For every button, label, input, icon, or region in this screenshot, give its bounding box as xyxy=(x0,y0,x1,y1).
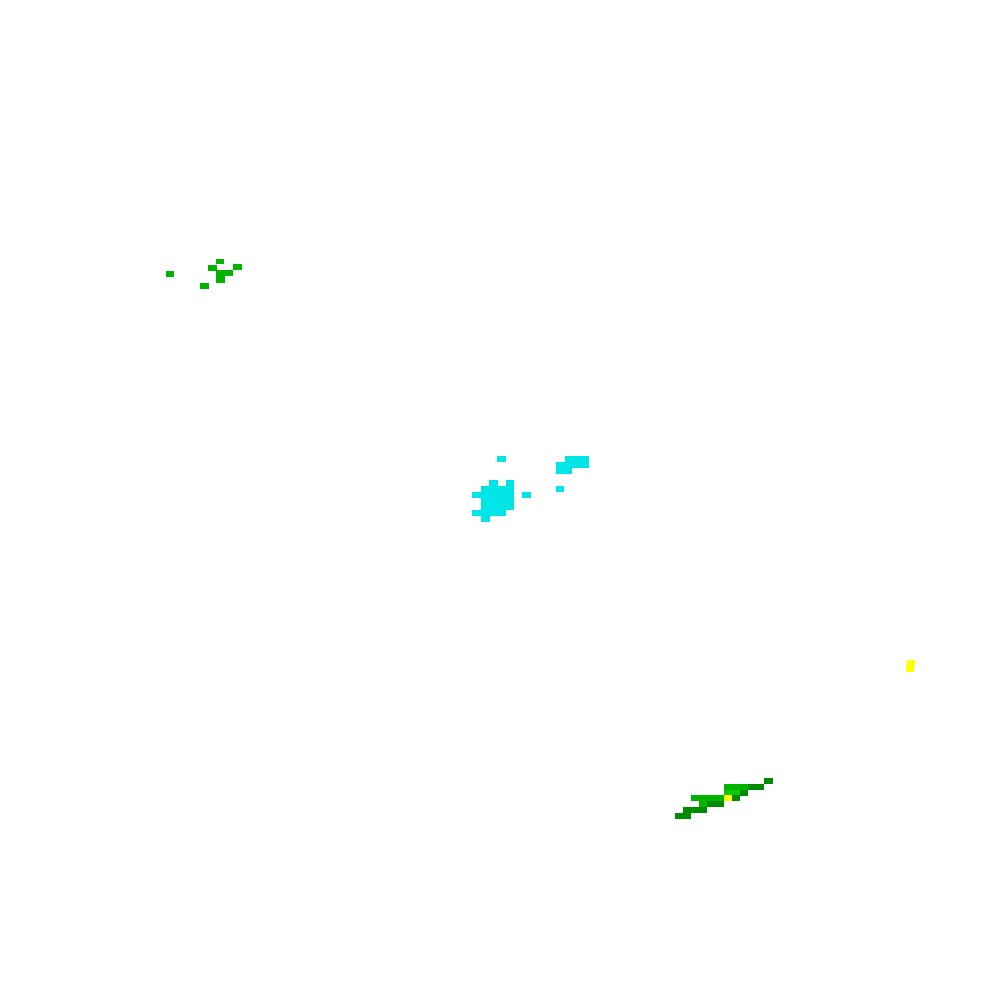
echo-cell xyxy=(556,468,572,474)
echo-cell xyxy=(565,456,589,462)
echo-cell xyxy=(481,516,490,522)
echo-cell xyxy=(724,790,740,796)
echo-cell xyxy=(208,265,217,271)
echo-cell xyxy=(740,790,748,796)
echo-cell xyxy=(216,259,224,264)
echo-cell xyxy=(764,778,773,784)
echo-cell xyxy=(707,801,724,807)
echo-cell xyxy=(732,795,740,801)
echo-cell xyxy=(481,486,514,492)
echo-cell xyxy=(216,276,225,283)
echo-cluster-central xyxy=(472,456,589,522)
echo-cell xyxy=(556,462,589,468)
echo-cell xyxy=(691,795,724,801)
echo-cell xyxy=(489,480,498,486)
echo-cell xyxy=(481,498,514,504)
echo-cell xyxy=(166,271,174,277)
echo-cell xyxy=(675,813,691,819)
echo-cell xyxy=(699,801,707,807)
echo-cell xyxy=(506,480,514,486)
echo-cell xyxy=(906,666,914,672)
echo-cell xyxy=(724,795,732,801)
echo-band-southeast xyxy=(675,778,773,819)
echo-cell xyxy=(472,510,506,516)
echo-cluster-northwest xyxy=(166,259,242,289)
echo-cell xyxy=(233,264,242,270)
echo-cell xyxy=(683,807,707,813)
echo-cell xyxy=(497,456,506,462)
echo-cell xyxy=(556,486,564,492)
echo-cell xyxy=(522,492,531,498)
echo-cell xyxy=(200,283,209,289)
echo-cell xyxy=(907,660,915,666)
echo-cell xyxy=(724,784,748,790)
echo-cell xyxy=(216,270,233,276)
echo-cell-east xyxy=(906,660,915,672)
echo-cell xyxy=(748,784,764,790)
echo-cell xyxy=(472,492,514,498)
echo-cell xyxy=(481,504,514,510)
